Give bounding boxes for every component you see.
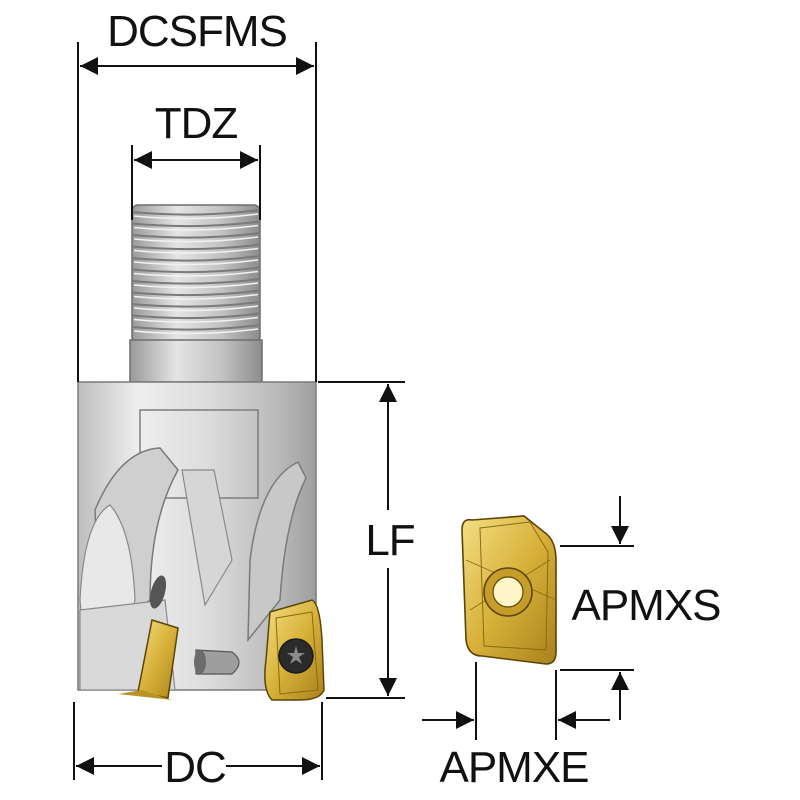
thread-ridge <box>131 220 261 228</box>
thread-highlight <box>133 259 259 266</box>
thread-ridge <box>131 301 261 308</box>
thread-highlight <box>133 247 259 254</box>
left-insert <box>118 619 179 700</box>
label-apmxe: APMXE <box>439 743 588 792</box>
thread-ridge <box>131 289 261 297</box>
thread-highlight <box>133 316 259 323</box>
thread-highlight <box>133 282 259 289</box>
dimension-lines <box>73 42 634 780</box>
insert-hole <box>492 576 524 608</box>
thread-highlight <box>133 293 259 300</box>
thread-highlight <box>133 236 259 243</box>
thread-ridge <box>131 209 261 216</box>
thread-ridge <box>131 278 261 285</box>
label-apmxs: APMXS <box>571 581 720 630</box>
threaded-shank <box>129 204 263 383</box>
thread-ridge <box>131 232 261 239</box>
label-dcsfms: DCSFMS <box>107 7 287 56</box>
thread-ridge <box>131 266 261 274</box>
thread-ridge <box>131 243 261 251</box>
thread-ridge <box>131 255 261 262</box>
thread-highlight <box>133 213 259 220</box>
label-tdz: TDZ <box>155 99 238 148</box>
thread-highlight <box>133 224 259 231</box>
thread-ridges <box>131 209 261 335</box>
right-insert <box>264 599 325 701</box>
thread-highlight <box>133 305 259 312</box>
dimension-labels: DCSFMS TDZ LF DC APMXS APMXE <box>107 7 721 792</box>
thread-ridge <box>131 312 261 320</box>
label-lf: LF <box>365 516 414 565</box>
cutter-assembly <box>77 204 325 701</box>
thread-highlight <box>133 328 259 335</box>
label-dc: DC <box>164 743 226 792</box>
thread-highlight <box>133 270 259 277</box>
cutter-body <box>77 381 317 691</box>
insert-detail <box>461 515 557 665</box>
thread-ridge <box>131 324 261 331</box>
